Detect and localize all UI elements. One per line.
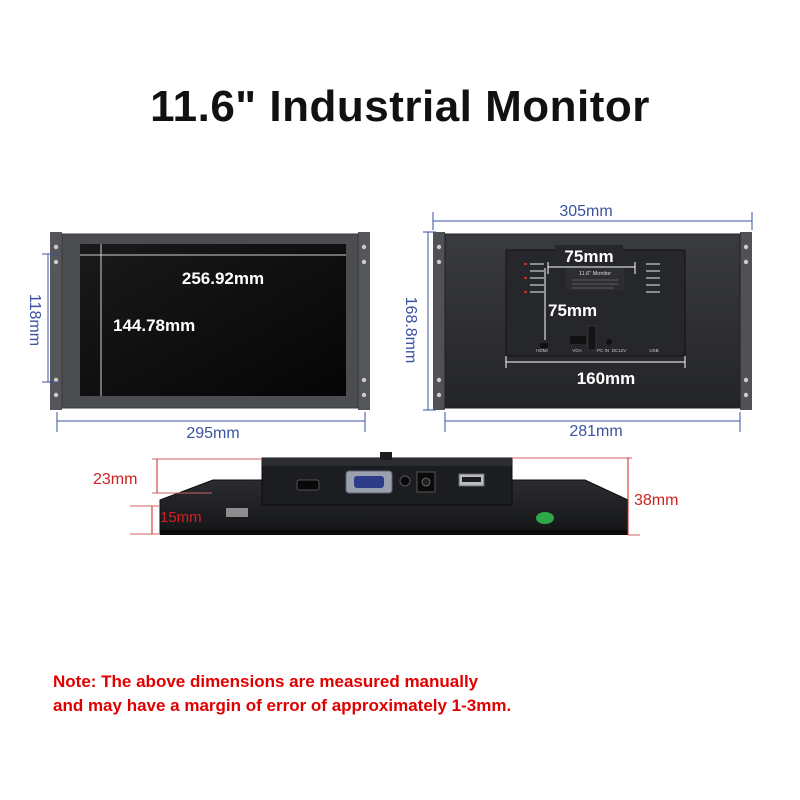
green-badge <box>536 512 554 524</box>
vesa-vertical-label: 75mm <box>548 301 597 320</box>
front-width-label: 295mm <box>186 425 239 442</box>
spec-label <box>566 268 624 290</box>
back-height-label: 168.8mm <box>402 297 419 364</box>
front-right-ear <box>358 232 370 410</box>
port-label-pcin: PC IN <box>597 348 609 353</box>
front-height-label: 118mm <box>26 294 43 346</box>
back-view: 11.6" Monitor HDMI VGA PC IN DC12V USB 7… <box>402 203 753 440</box>
vesa-horizontal-label: 75mm <box>564 247 613 266</box>
side-port-hdmi <box>296 479 320 491</box>
back-port-dc <box>606 339 612 345</box>
note-line-1: Note: The above dimensions are measured … <box>53 672 479 691</box>
side-port-audio <box>399 475 411 487</box>
port-label-hdmi: HDMI <box>536 348 548 353</box>
port-label-vga: VGA <box>572 348 582 353</box>
back-body-width-label: 281mm <box>569 423 622 440</box>
spec-label-title: 11.6" Monitor <box>579 271 611 277</box>
box-depth-label: 23mm <box>93 471 137 488</box>
measurement-note: Note: The above dimensions are measured … <box>53 670 511 718</box>
front-screen <box>80 244 346 396</box>
note-line-2: and may have a margin of error of approx… <box>53 696 512 715</box>
screen-width-label: 256.92mm <box>182 269 264 288</box>
side-view: 23mm 15mm 38mm <box>93 452 678 536</box>
back-port-hdmi <box>540 343 548 348</box>
back-left-ear <box>433 232 445 410</box>
total-depth-label: 38mm <box>634 492 678 509</box>
panel-depth-label: 15mm <box>160 509 202 526</box>
back-port-vga <box>570 336 586 344</box>
back-total-width-label: 305mm <box>559 203 612 220</box>
page-title: 11.6" Industrial Monitor <box>150 82 650 131</box>
panel-small-label <box>226 508 248 517</box>
front-view: 256.92mm 144.78mm 295mm 118mm <box>26 232 370 442</box>
port-label-usb: USB <box>649 348 658 353</box>
back-port-pcin <box>587 325 597 351</box>
port-label-dc12v: DC12V <box>612 348 627 353</box>
back-right-ear <box>740 232 752 410</box>
box-width-label: 160mm <box>577 369 636 388</box>
screen-height-label: 144.78mm <box>113 316 195 335</box>
front-left-ear <box>50 232 62 410</box>
